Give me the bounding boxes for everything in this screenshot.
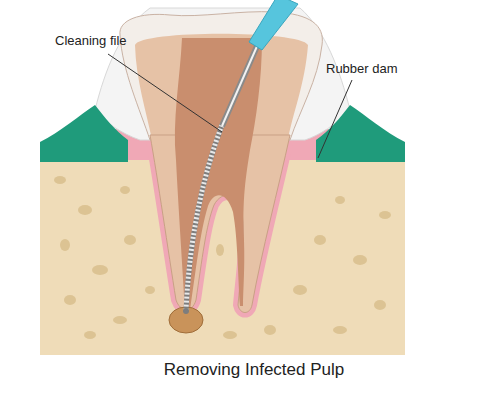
bone-pore [78,205,92,215]
bone-pore [314,235,326,245]
file-shank-shine [222,44,258,126]
bone-pore [92,265,108,275]
bone-pore [264,325,276,335]
part-label: Cleaning file [55,33,127,49]
bone-pore [293,285,307,295]
bone-pore [379,211,391,219]
infection [169,307,203,333]
bone-pore [54,176,66,184]
file-shank [222,44,258,126]
bone-pore [60,239,70,251]
rubber-dam [40,105,128,162]
bone-pore [374,300,386,310]
bone-pore [216,244,224,256]
bone-pore [353,255,367,265]
part-label: Rubber dam [326,61,398,77]
file-tip [183,308,189,314]
file-shaft [186,125,222,310]
bone-pore [145,286,155,294]
caption: Removing Infected Pulp [4,360,500,380]
bone-pore [335,196,345,204]
file-handle [249,0,298,50]
bone-pore [113,316,127,324]
bone-pore [120,186,130,194]
bone-pore [124,235,136,245]
leader-line [108,54,222,132]
pulp [175,38,262,310]
bone-pore [223,331,237,339]
leader-line [318,80,352,158]
bone-pore [64,295,76,305]
bone-pore [84,331,96,339]
file-spiral [186,125,222,310]
bone-pore [333,326,347,334]
rubber-dam [316,105,405,162]
